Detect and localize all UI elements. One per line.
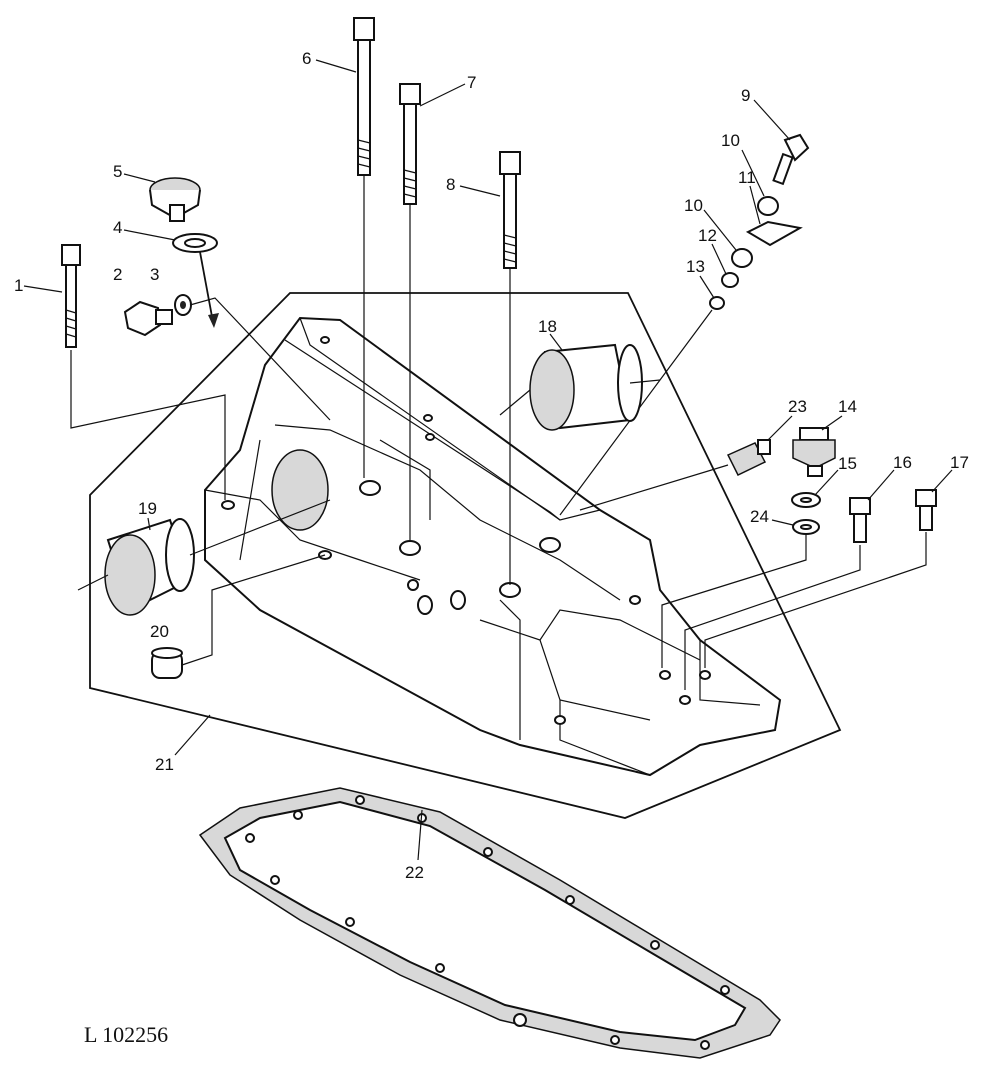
callout-10b: 10 — [684, 196, 703, 215]
callout-9: 9 — [741, 86, 750, 105]
callout-18: 18 — [538, 317, 557, 336]
callout-22: 22 — [405, 863, 424, 882]
leader-19 — [77, 499, 331, 591]
leader-18 — [499, 379, 661, 416]
callout-7: 7 — [467, 73, 476, 92]
assembly-boundary — [89, 292, 842, 819]
nut-10a — [757, 196, 779, 216]
bolt-6 — [353, 17, 375, 176]
leader-20 — [181, 554, 326, 666]
bolt-7 — [399, 83, 421, 205]
callout-6: 6 — [302, 49, 311, 68]
bolt-1 — [61, 244, 81, 348]
gear-housing — [204, 316, 782, 777]
callout-10a: 10 — [721, 131, 740, 150]
drawing-reference: L 102256 — [84, 1022, 168, 1047]
leader-14-24 — [661, 535, 807, 668]
leader-2-3 — [189, 297, 331, 421]
leader-17 — [704, 532, 927, 668]
callout-12: 12 — [698, 226, 717, 245]
callout-4: 4 — [113, 218, 122, 237]
leader-23 — [579, 464, 729, 511]
bolt-8 — [499, 151, 521, 269]
gasket — [198, 787, 781, 1059]
leader-16 — [684, 545, 861, 690]
callout-23: 23 — [788, 397, 807, 416]
callout-15: 15 — [838, 454, 857, 473]
callout-24: 24 — [750, 507, 769, 526]
leader-1 — [70, 350, 226, 500]
callout-19: 19 — [138, 499, 157, 518]
bolt-17 — [915, 489, 937, 531]
callout-14: 14 — [838, 397, 857, 416]
plug-20 — [151, 647, 183, 679]
callout-11: 11 — [738, 168, 756, 187]
filler-cap-5 — [149, 177, 201, 222]
callout-16: 16 — [893, 453, 912, 472]
washer-13 — [709, 296, 725, 310]
leader-21 — [174, 714, 211, 756]
callout-8: 8 — [446, 175, 455, 194]
bushing-19 — [104, 518, 195, 616]
callout-2: 2 — [113, 265, 122, 284]
bracket-11 — [745, 220, 803, 247]
leader-22 — [417, 809, 423, 861]
switch-14 — [792, 427, 836, 477]
callout-1: 1 — [14, 276, 23, 295]
screw-9 — [772, 133, 810, 186]
washer-12 — [721, 272, 739, 288]
drain-plug-2 — [123, 300, 173, 337]
callout-17: 17 — [950, 453, 969, 472]
bushing-18 — [529, 343, 643, 431]
callout-5: 5 — [113, 162, 122, 181]
callout-13: 13 — [686, 257, 705, 276]
callout-21: 21 — [155, 755, 174, 774]
nut-10b — [731, 248, 753, 268]
fitting-23 — [726, 439, 771, 476]
callout-20: 20 — [150, 622, 169, 641]
bolt-16 — [849, 497, 871, 543]
arrow-4 — [199, 251, 214, 323]
callout-3: 3 — [150, 265, 159, 284]
